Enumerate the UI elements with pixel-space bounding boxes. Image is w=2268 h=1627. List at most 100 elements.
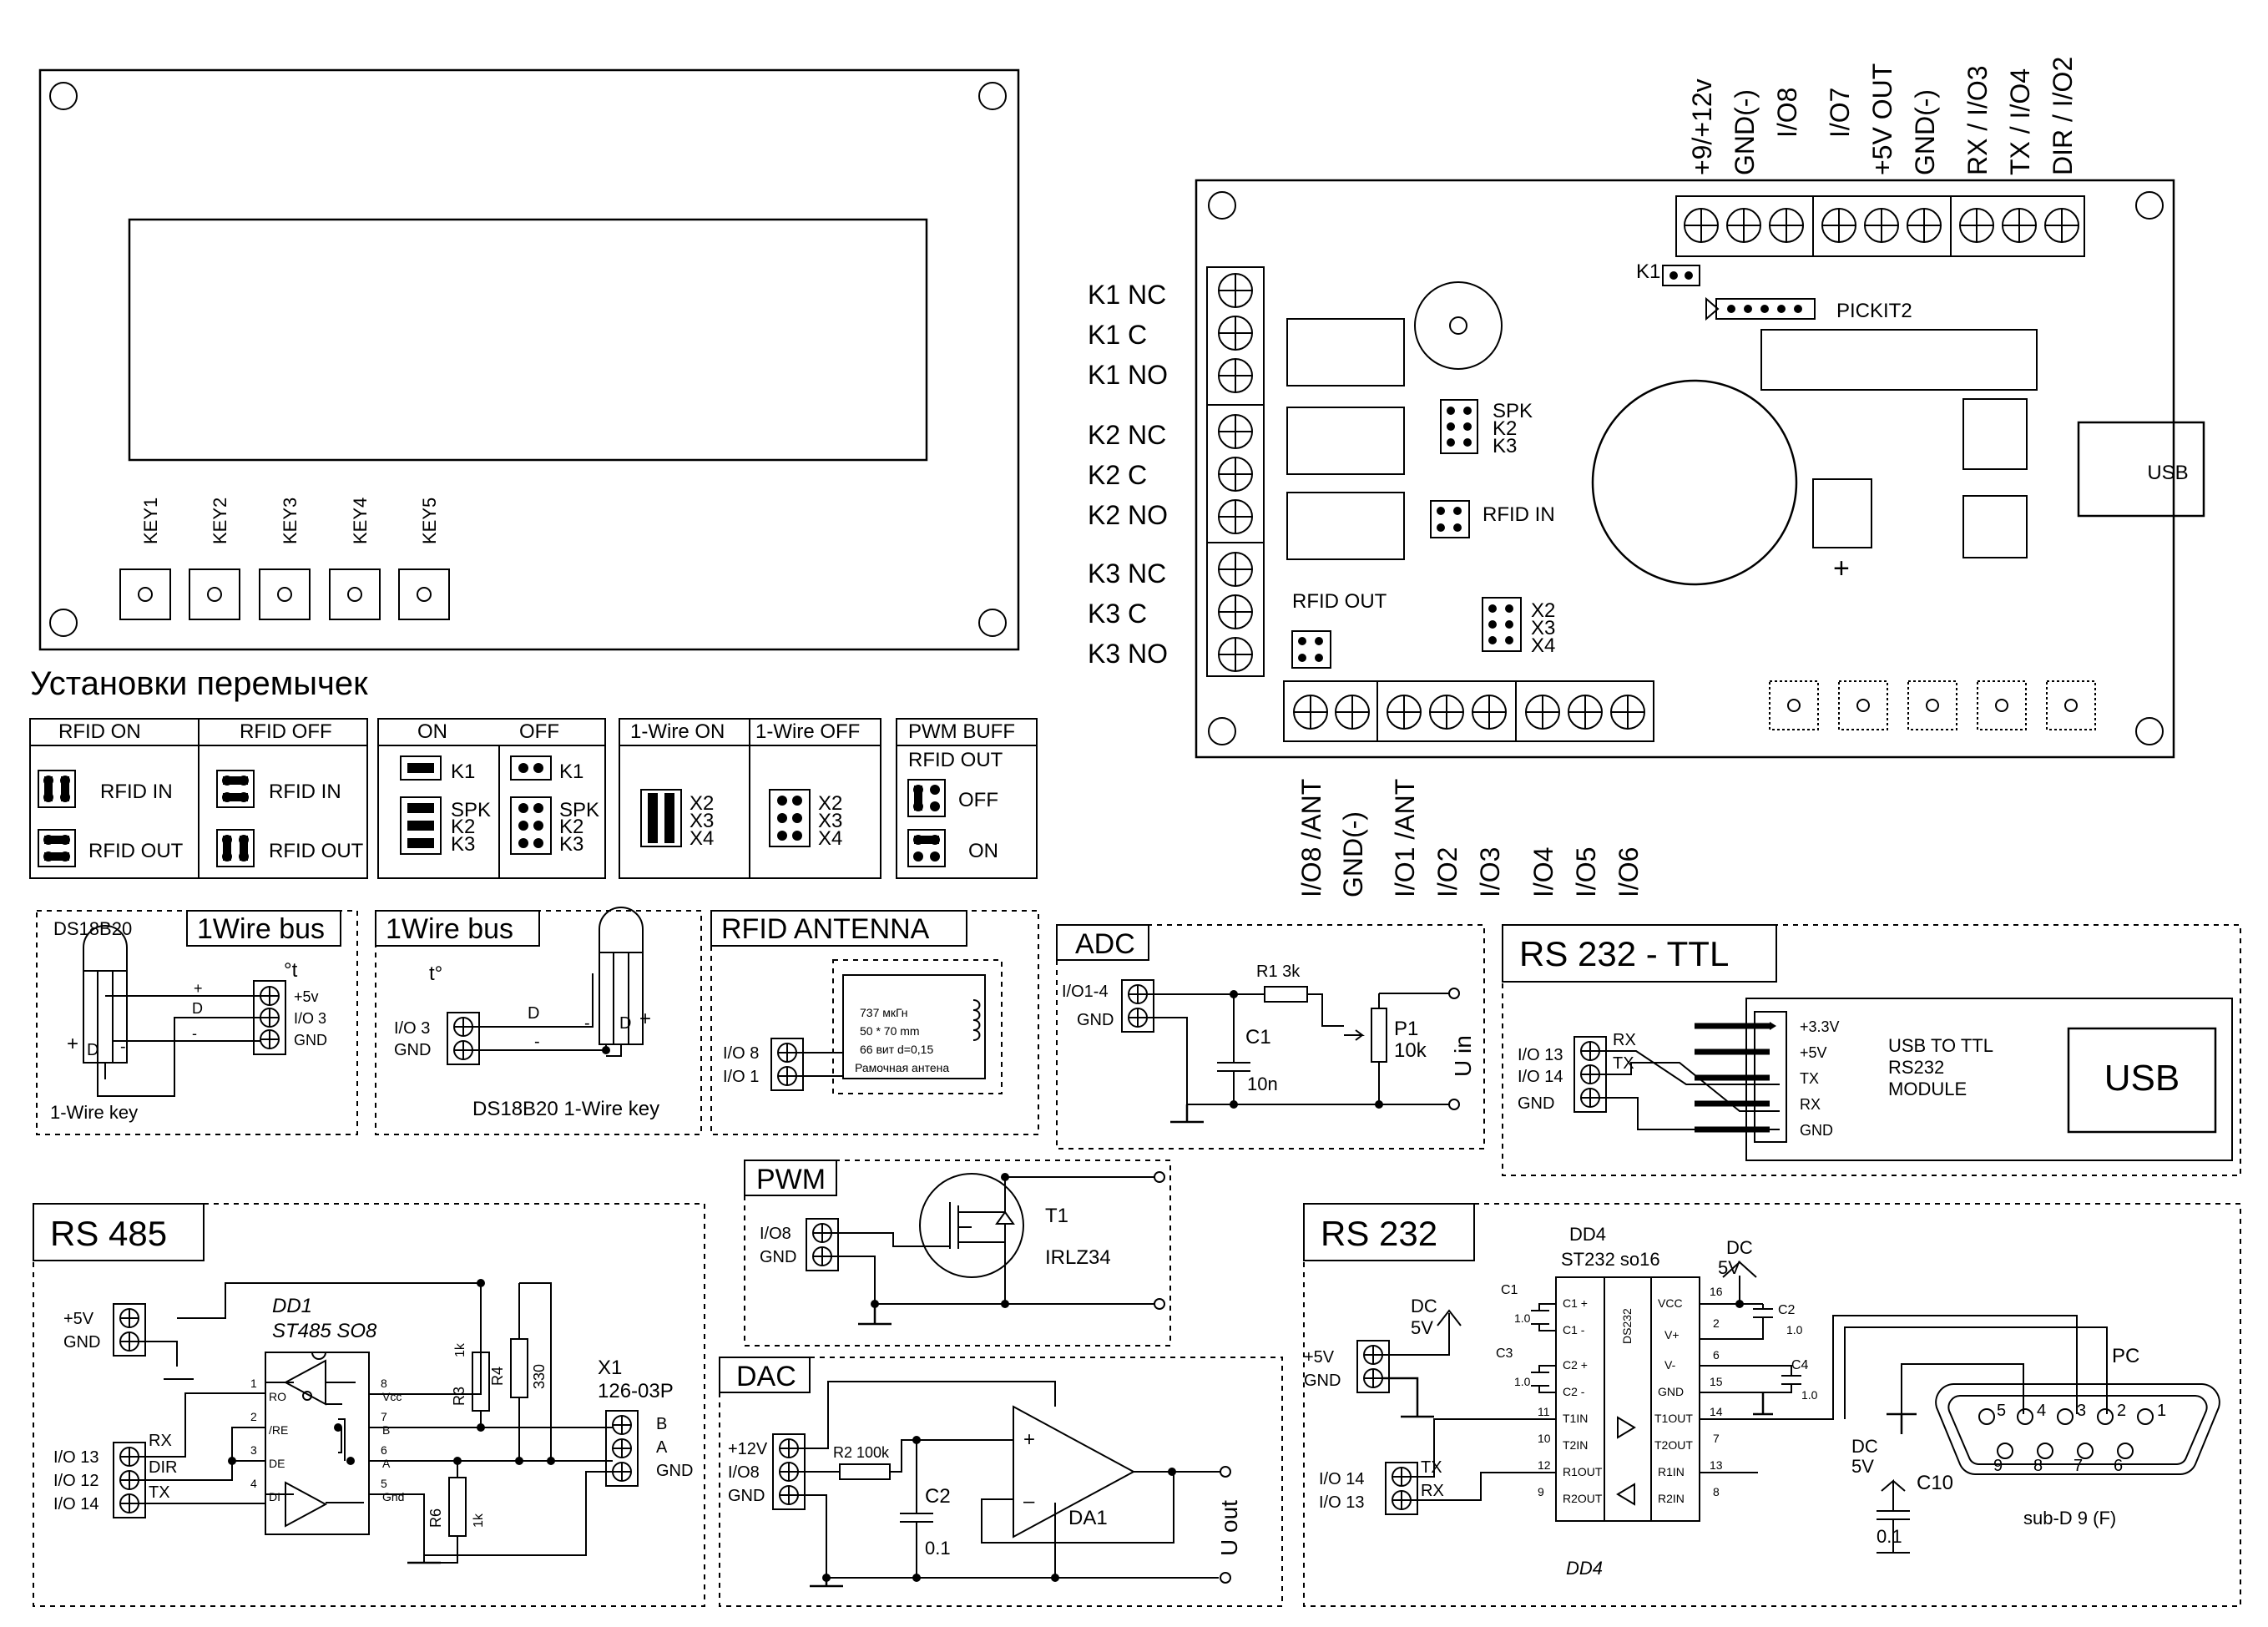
rs232-db9-8-label: 6 (2114, 1457, 2123, 1475)
board-relay_labels-1-label: K1 C (1088, 320, 1147, 350)
rs232-pins_l-7-label: R2OUT (1563, 1492, 1603, 1505)
rs232-circuit: RS 232 DD4 ST232 so16 DS232 C1 +C1 - C2 … (1303, 1203, 2241, 1607)
rs232ttl-module-0-label: USB TO TTL (1888, 1035, 1993, 1056)
rs232ttl-usb-label: USB (2104, 1058, 2180, 1099)
rs232ttl-gnd-label: GND (1518, 1094, 1554, 1113)
board-bottom_terms-2-label: I/O1 /ANT (1390, 779, 1420, 897)
board-relay_labels-5-label: K2 NO (1088, 500, 1168, 530)
rs485-io12-label: I/O 12 (53, 1472, 98, 1490)
board-relay_labels-6-label: K3 NC (1088, 558, 1166, 589)
board-bottom_terms-7-label: I/O6 (1614, 847, 1644, 897)
rs232-pins_r-4-label: T1OUT (1654, 1412, 1693, 1425)
rs232ttl-pins-0-label: +3.3V (1800, 1018, 1840, 1035)
rs232-nums_r-1-label: 2 (1713, 1316, 1720, 1330)
rs232-nums_l-4-label: 11 (1538, 1405, 1550, 1418)
w1a-key-label: 1-Wire key (50, 1102, 138, 1123)
jumpers-x2-label: X2 (818, 792, 842, 815)
rs232-pins_l-3-label: C2 - (1563, 1385, 1585, 1398)
rs232-sub-label: sub-D 9 (F) (2023, 1508, 2116, 1528)
rs232ttl-io14-label: I/O 14 (1518, 1068, 1563, 1086)
jumper-title: Установки перемычек (30, 665, 368, 702)
rs232ttl-title-label: RS 232 - TTL (1519, 934, 1729, 973)
board-rfid_out-label: RFID OUT (1292, 590, 1387, 613)
onewire-bus-right: 1Wire bus t° - D + I/O 3 GND D - DS18B20… (375, 907, 702, 1135)
w1b-d-label: D (528, 1004, 539, 1023)
board-x3-label: X3 (1531, 617, 1555, 639)
board-buttons (1769, 680, 2096, 730)
key4-label: KEY4 (350, 498, 371, 544)
rs232ttl-module-2-label: MODULE (1888, 1079, 1967, 1099)
db9-connector-outer (1935, 1383, 2220, 1475)
rfid-antenna: RFID ANTENNA 737 мкГн 50 * 70 mm 66 вит … (710, 910, 1039, 1135)
key5-label: KEY5 (419, 498, 440, 544)
lcd-keys: KEY1 KEY2 KEY3 KEY4 KEY5 (119, 498, 450, 620)
w1b-plus-label: + (639, 1008, 651, 1030)
w1b-gnd-label: GND (394, 1041, 431, 1059)
rs232-pins_r-0-label: VCC (1658, 1296, 1683, 1310)
rs485-nl-3-label: 4 (250, 1477, 257, 1490)
rs232-c1v-label: 1.0 (1514, 1311, 1531, 1325)
w1b-minus-label: - (534, 1033, 540, 1051)
rs232-dd4-label: DD4 (1569, 1224, 1606, 1245)
rs232-title-label: RS 232 (1321, 1214, 1437, 1253)
top-terminal-screws (1684, 208, 2079, 243)
board-top_terms-0-label: +9/+12v (1687, 78, 1717, 175)
key3-label: KEY3 (280, 498, 301, 544)
dac-p12v-label: +12V (728, 1440, 768, 1458)
key1-label: KEY1 (140, 498, 161, 544)
w1b-io3-label: I/O 3 (394, 1019, 430, 1038)
rs485-dir-label: DIR (149, 1458, 177, 1477)
rs232-c4-label: C4 (1791, 1358, 1809, 1372)
rs232-pins_l-1-label: C1 - (1563, 1323, 1585, 1336)
jumpers-k1-label: K1 (451, 760, 475, 783)
adc-io-label: I/O1-4 (1062, 983, 1109, 1001)
rs232-io14-label: I/O 14 (1319, 1470, 1364, 1488)
w1a-title-label: 1Wire bus (197, 913, 325, 945)
rs232-nums_r-4-label: 14 (1710, 1405, 1723, 1418)
board-relay_labels-8-label: K3 NO (1088, 639, 1168, 669)
w1a-temp-label: °t (284, 959, 298, 982)
key2-label: KEY2 (210, 498, 230, 544)
board-relay_labels-2-label: K1 NO (1088, 360, 1168, 390)
rs485-r3-label: R3 (451, 1387, 467, 1406)
rs232-nums_r-0-label: 16 (1710, 1285, 1723, 1298)
jumpers-on_lbl-label: ON (968, 840, 998, 862)
rs232-db9-2-label: 3 (2077, 1402, 2086, 1420)
rfid-io1-label: I/O 1 (723, 1068, 759, 1086)
battery-holder (1591, 379, 1798, 586)
rs232-v5-label: 5V (1411, 1317, 1433, 1338)
pwm-title-label: PWM (756, 1164, 826, 1195)
rs232-nums_r-7-label: 8 (1713, 1485, 1720, 1498)
adc-p1-label: P1 (1394, 1018, 1418, 1040)
rs232ttl-rx-label: RX (1613, 1031, 1636, 1049)
rs232-v5-label: 5V (1851, 1456, 1874, 1477)
jumpers-k3-label: K3 (559, 833, 583, 856)
rs232-db9-3-label: 2 (2117, 1402, 2126, 1420)
jumpers-spk-label: SPK (451, 799, 491, 821)
dac-io8-label: I/O8 (728, 1463, 760, 1482)
rs485-pin_r-3-label: Gnd (382, 1490, 404, 1503)
rs485-nr-2-label: 6 (381, 1443, 387, 1457)
board-relay_labels-4-label: K2 C (1088, 460, 1147, 490)
rs232ttl-pins-4-label: GND (1800, 1122, 1833, 1139)
rs232-nums_l-7-label: 9 (1538, 1485, 1544, 1498)
board-plus-label: + (1833, 553, 1850, 584)
w1a-d-label: D (87, 1041, 98, 1059)
pwm-io8-label: I/O8 (760, 1225, 791, 1243)
adc-c1-label: C1 (1245, 1026, 1271, 1048)
rs232-pins_l-2-label: C2 + (1563, 1358, 1588, 1372)
w1b-title-label: 1Wire bus (386, 913, 513, 945)
board-x4-label: X4 (1531, 634, 1555, 657)
rs232-io13-label: I/O 13 (1319, 1493, 1364, 1512)
pwm-gnd-label: GND (760, 1248, 796, 1266)
rfid-l1-label: 737 мкГн (860, 1006, 908, 1019)
rs485-r6v-label: 1k (472, 1513, 486, 1528)
rs232-dc-label: DC (1851, 1436, 1878, 1457)
dac-da1-label: DA1 (1068, 1507, 1108, 1529)
rs232-dd4b-label: DD4 (1566, 1558, 1603, 1579)
jumpers-k3-label: K3 (451, 833, 475, 856)
board-relay_labels-0-label: K1 NC (1088, 280, 1166, 310)
rs485-nl-0-label: 1 (250, 1377, 257, 1390)
bottom-terminal-screws (1293, 695, 1645, 730)
